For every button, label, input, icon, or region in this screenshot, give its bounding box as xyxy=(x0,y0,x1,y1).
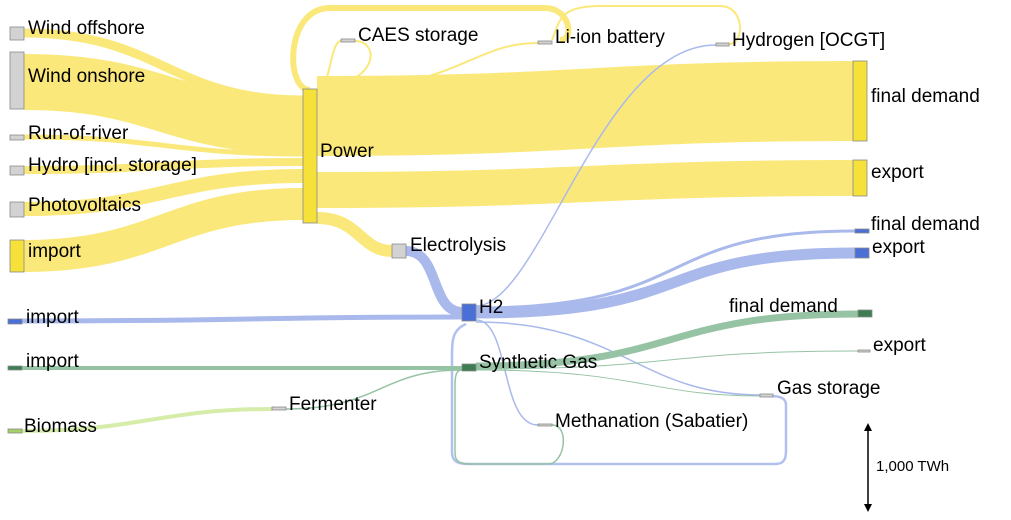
scale-bar-arrow-top xyxy=(864,423,872,431)
link-power-final-demand xyxy=(316,61,854,156)
link-li-ion-loop xyxy=(551,5,742,45)
label-electrolysis: Electrolysis xyxy=(410,235,506,256)
node-import-gas xyxy=(7,365,23,371)
node-wind-onshore xyxy=(9,51,25,110)
node-gas-storage xyxy=(759,393,774,398)
node-export-h2 xyxy=(854,247,870,259)
label-export-power: export xyxy=(871,162,925,183)
label-hydrogen-ocgt: Hydrogen [OCGT] xyxy=(732,30,885,51)
scale-bar: 1,000 TWh xyxy=(864,423,949,512)
label-biomass: Biomass xyxy=(24,416,97,437)
node-export-power xyxy=(852,159,868,197)
link-h2-ocgt xyxy=(475,44,717,307)
label-final-demand-gas: final demand xyxy=(729,296,838,317)
node-synthetic-gas xyxy=(461,363,477,372)
link-caes-li-ion xyxy=(316,40,539,91)
label-li-ion: Li-ion battery xyxy=(555,27,665,48)
label-export-gas: export xyxy=(873,335,927,356)
link-h2-storage-loop xyxy=(450,322,788,466)
label-wind-offshore: Wind offshore xyxy=(28,18,145,39)
label-power: Power xyxy=(320,141,375,162)
labels: Wind offshore Wind onshore Run-of-river … xyxy=(24,18,980,437)
label-fermenter: Fermenter xyxy=(289,394,377,415)
link-h2-final-demand xyxy=(475,229,856,310)
link-power-caes-loop xyxy=(290,5,572,93)
link-power-export xyxy=(316,160,854,208)
label-wind-onshore: Wind onshore xyxy=(28,66,145,87)
link-power-electrolysis xyxy=(316,212,393,257)
label-import-power: import xyxy=(28,241,82,262)
link-synthetic-gas-gas-storage xyxy=(475,369,761,397)
node-export-gas xyxy=(857,349,871,353)
scale-bar-arrow-bottom xyxy=(864,504,872,512)
link-photovoltaics-power xyxy=(23,169,304,216)
node-hydro xyxy=(9,165,25,176)
node-final-demand-power xyxy=(852,60,868,142)
label-h2: H2 xyxy=(479,297,503,318)
label-run-of-river: Run-of-river xyxy=(28,123,129,144)
link-electrolysis-h2 xyxy=(405,246,463,317)
node-methanation xyxy=(537,423,553,427)
link-import-h2 xyxy=(21,314,463,324)
node-final-demand-h2 xyxy=(854,228,870,234)
node-biomass xyxy=(7,428,23,434)
node-run-of-river xyxy=(9,134,25,141)
node-fermenter xyxy=(271,406,287,411)
node-import-h2 xyxy=(7,318,23,325)
node-import-power xyxy=(9,239,25,273)
node-photovoltaics xyxy=(9,201,25,218)
label-hydro: Hydro [incl. storage] xyxy=(28,155,197,176)
label-final-demand-power: final demand xyxy=(871,86,980,107)
nodes xyxy=(7,26,873,434)
link-methanation-synthetic-gas xyxy=(454,369,565,465)
link-biomass-fermenter xyxy=(21,407,273,433)
node-electrolysis xyxy=(391,243,407,259)
link-synthetic-gas-final-demand xyxy=(475,310,859,370)
node-h2 xyxy=(461,303,477,322)
link-h2-export xyxy=(475,247,856,319)
label-final-demand-h2: final demand xyxy=(871,214,980,235)
node-hydrogen-ocgt xyxy=(715,42,730,47)
link-import-power xyxy=(23,188,304,272)
links xyxy=(21,5,859,466)
link-h2-methanation xyxy=(475,319,539,426)
label-import-gas: import xyxy=(26,351,80,372)
label-gas-storage: Gas storage xyxy=(777,378,881,399)
label-caes: CAES storage xyxy=(358,25,478,46)
label-methanation: Methanation (Sabatier) xyxy=(555,411,748,432)
link-run-of-river-power xyxy=(23,134,304,157)
label-synthetic-gas: Synthetic Gas xyxy=(479,352,597,373)
node-power xyxy=(302,88,318,224)
node-wind-offshore xyxy=(9,26,25,41)
node-caes xyxy=(340,38,356,43)
link-hydro-power xyxy=(23,158,304,174)
link-synthetic-gas-export xyxy=(475,350,859,370)
label-photovoltaics: Photovoltaics xyxy=(28,195,141,216)
node-li-ion xyxy=(537,40,553,45)
node-final-demand-gas xyxy=(857,309,873,318)
link-fermenter-synthetic-gas xyxy=(285,369,463,410)
label-export-h2: export xyxy=(872,237,926,258)
scale-bar-label: 1,000 TWh xyxy=(876,458,949,475)
link-h2-gas-storage xyxy=(475,321,761,396)
label-import-h2: import xyxy=(26,307,80,328)
link-wind-onshore-power xyxy=(23,54,304,154)
